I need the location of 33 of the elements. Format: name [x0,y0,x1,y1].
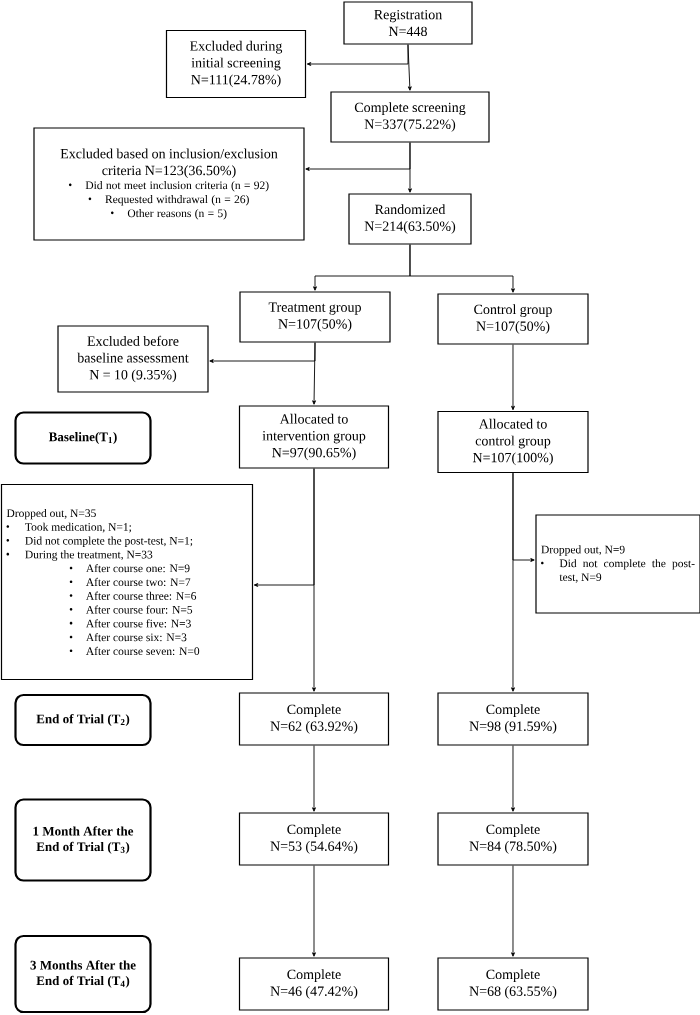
dropout-box: Dropped out, N=9 Did not complete the post-test, N=9 [535,514,700,614]
process-box: Allocated to control group N=107(100%) [437,410,589,474]
dropout-box: Dropped out, N=35 Took medication, N=1; Did not complete the post-test, N=1; During the treatment, N=33 After course one: N=9 After course two: N=7 After course three: N=6 After course four: N=5 After course five: N=3 After course six: N=3 After course seven: N=0 [0,483,254,681]
arrow [305,142,411,171]
process-box: Excluded during initial screening N=111(24.78%) [165,29,307,99]
arrow [511,865,515,957]
process-box: Allocated to intervention group N=97(90.65%) [238,405,390,469]
process-box: Complete N=46 (47.42%) [238,957,390,1011]
exclusion-box: Excluded based on inclusion/exclusion criteria N=123(36.50%) Did not meet inclusion criteria (n = 92) Requested withdrawal (n = 26) Other reasons (n = 5) [33,127,305,241]
arrow [511,344,515,411]
timepoint-box: End of Trial (T$_{2}$) [14,693,152,747]
timepoint-box: Baseline(T$_{1}$) [14,411,152,465]
process-box: Complete N=84 (78.50%) [437,812,589,866]
arrow [253,468,315,587]
process-box: Complete N=68 (63.55%) [437,957,589,1011]
arrow [511,745,515,812]
process-box: Complete N=98 (91.59%) [437,692,589,746]
process-box: Control group N=107(50%) [437,293,589,345]
arrow [312,745,316,812]
process-box: Excluded before baseline assessment N = 10 (9.35%) [57,325,209,393]
arrow [409,244,515,293]
process-box: Treatment group N=107(50%) [239,291,391,343]
arrow [512,472,535,562]
arrow [306,44,409,66]
process-box: Complete screening N=337(75.22%) [330,91,490,143]
process-box: Randomized N=214(63.50%) [348,193,472,245]
arrow [312,865,316,957]
arrow [209,342,316,363]
process-box: Complete N=62 (63.92%) [238,692,390,746]
timepoint-box: 1 Month After the End of Trial (T$_{3}$) [14,798,152,882]
timepoint-box: 3 Months After the End of Trial (T$_{4}$) [14,934,152,1014]
process-box: Complete N=53 (54.64%) [238,812,390,866]
process-box: Registration N=448 [343,1,473,45]
